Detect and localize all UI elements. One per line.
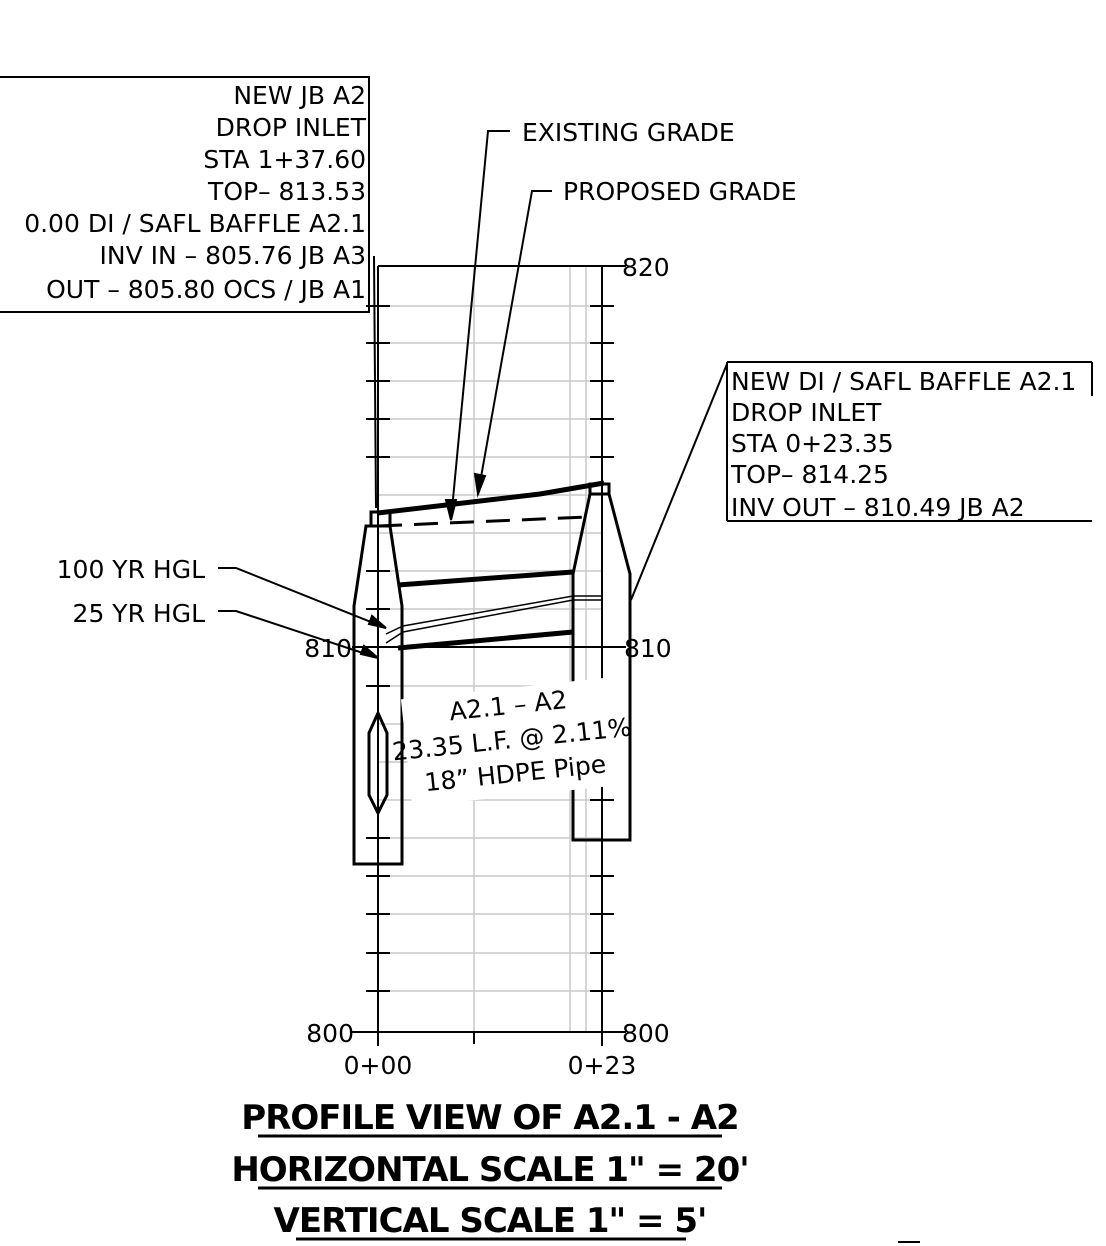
existing-grade-label: EXISTING GRADE [522, 118, 735, 147]
title-profile-view: PROFILE VIEW OF A2.1 - A2 [241, 1098, 738, 1138]
station-label-0-00: 0+00 [344, 1051, 413, 1080]
left-box-line: OUT – 805.80 OCS / JB A1 [46, 275, 366, 304]
drawing-title-block: PROFILE VIEW OF A2.1 - A2 HORIZONTAL SCA… [231, 1098, 749, 1241]
right-box-line: STA 0+23.35 [731, 429, 894, 458]
profile-grid [352, 265, 626, 1046]
hgl-25-label: 25 YR HGL [73, 599, 206, 628]
existing-grade-callout [444, 130, 510, 521]
structure-di-a2-1 [571, 482, 632, 842]
left-box-line: DROP INLET [216, 113, 367, 142]
elevation-label-820: 820 [622, 253, 670, 282]
left-box-line: 0.00 DI / SAFL BAFFLE A2.1 [24, 209, 366, 238]
elevation-label-810-left: 810 [304, 634, 352, 663]
hgl-100-label: 100 YR HGL [57, 555, 205, 584]
right-structure-info-box: NEW DI / SAFL BAFFLE A2.1 DROP INLET STA… [630, 361, 1093, 601]
right-box-line: NEW DI / SAFL BAFFLE A2.1 [731, 367, 1076, 396]
left-box-line: INV IN – 805.76 JB A3 [100, 241, 367, 270]
elevation-label-800-left: 800 [306, 1019, 354, 1048]
elevation-label-810-right: 810 [624, 634, 672, 663]
right-box-line: DROP INLET [731, 398, 882, 427]
elevation-label-800-right: 800 [622, 1019, 670, 1048]
existing-grade-line [377, 515, 589, 528]
left-box-line: STA 1+37.60 [203, 145, 366, 174]
hgl-callout-leaders [218, 567, 387, 659]
title-vertical-scale: VERTICAL SCALE 1" = 5' [274, 1201, 707, 1241]
left-box-line: TOP– 813.53 [207, 177, 366, 206]
hgl-lines [385, 595, 602, 644]
left-structure-info-box: NEW JB A2 DROP INLET STA 1+37.60 TOP– 81… [0, 76, 377, 509]
title-horizontal-scale: HORIZONTAL SCALE 1" = 20' [231, 1150, 748, 1190]
proposed-grade-line [377, 480, 605, 516]
proposed-grade-label: PROPOSED GRADE [563, 177, 797, 206]
right-box-line: INV OUT – 810.49 JB A2 [731, 493, 1025, 522]
left-box-line: NEW JB A2 [233, 81, 366, 110]
station-label-0-23: 0+23 [568, 1051, 637, 1080]
pipe-a2-1-a2 [397, 569, 574, 651]
right-box-line: TOP– 814.25 [730, 460, 889, 489]
proposed-grade-callout [473, 190, 552, 498]
pipe-label: A2.1 – A2 23.35 L.F. @ 2.11% 18” HDPE Pi… [391, 676, 633, 807]
